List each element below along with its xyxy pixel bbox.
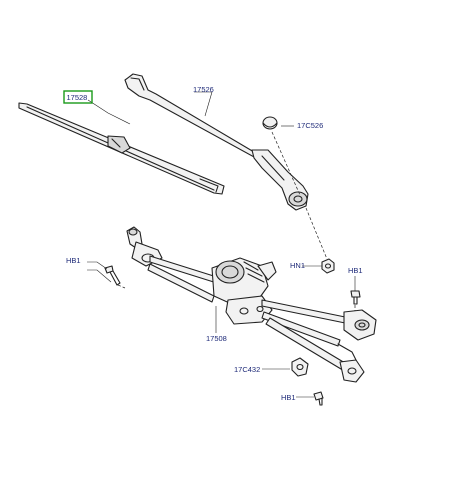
callout-hb1-bottom[interactable]: HB1 — [281, 393, 296, 402]
bolt-left-part[interactable] — [104, 265, 121, 286]
selected-callout-highlight — [63, 90, 93, 104]
bolt-bottom-part[interactable] — [313, 391, 324, 406]
wiper-arm-part[interactable] — [124, 73, 309, 211]
callout-17c432[interactable]: 17C432 — [234, 365, 260, 374]
pivot-cap-part[interactable] — [262, 116, 278, 130]
callout-17c526[interactable]: 17C526 — [297, 121, 323, 130]
grommet-clip-part[interactable] — [291, 357, 309, 377]
hex-nut-part[interactable] — [321, 258, 335, 274]
wiper-blade-part[interactable] — [18, 102, 225, 195]
callout-hn1[interactable]: HN1 — [290, 261, 305, 270]
callout-hb1-left[interactable]: HB1 — [66, 256, 81, 265]
wiper-linkage-part[interactable] — [126, 226, 377, 383]
callout-hb1-right[interactable]: HB1 — [348, 266, 363, 275]
callout-17526[interactable]: 17526 — [193, 85, 214, 94]
callout-17508[interactable]: 17508 — [206, 334, 227, 343]
bolt-right-part[interactable] — [350, 290, 361, 305]
callout-17528[interactable]: 17528 — [67, 93, 88, 102]
